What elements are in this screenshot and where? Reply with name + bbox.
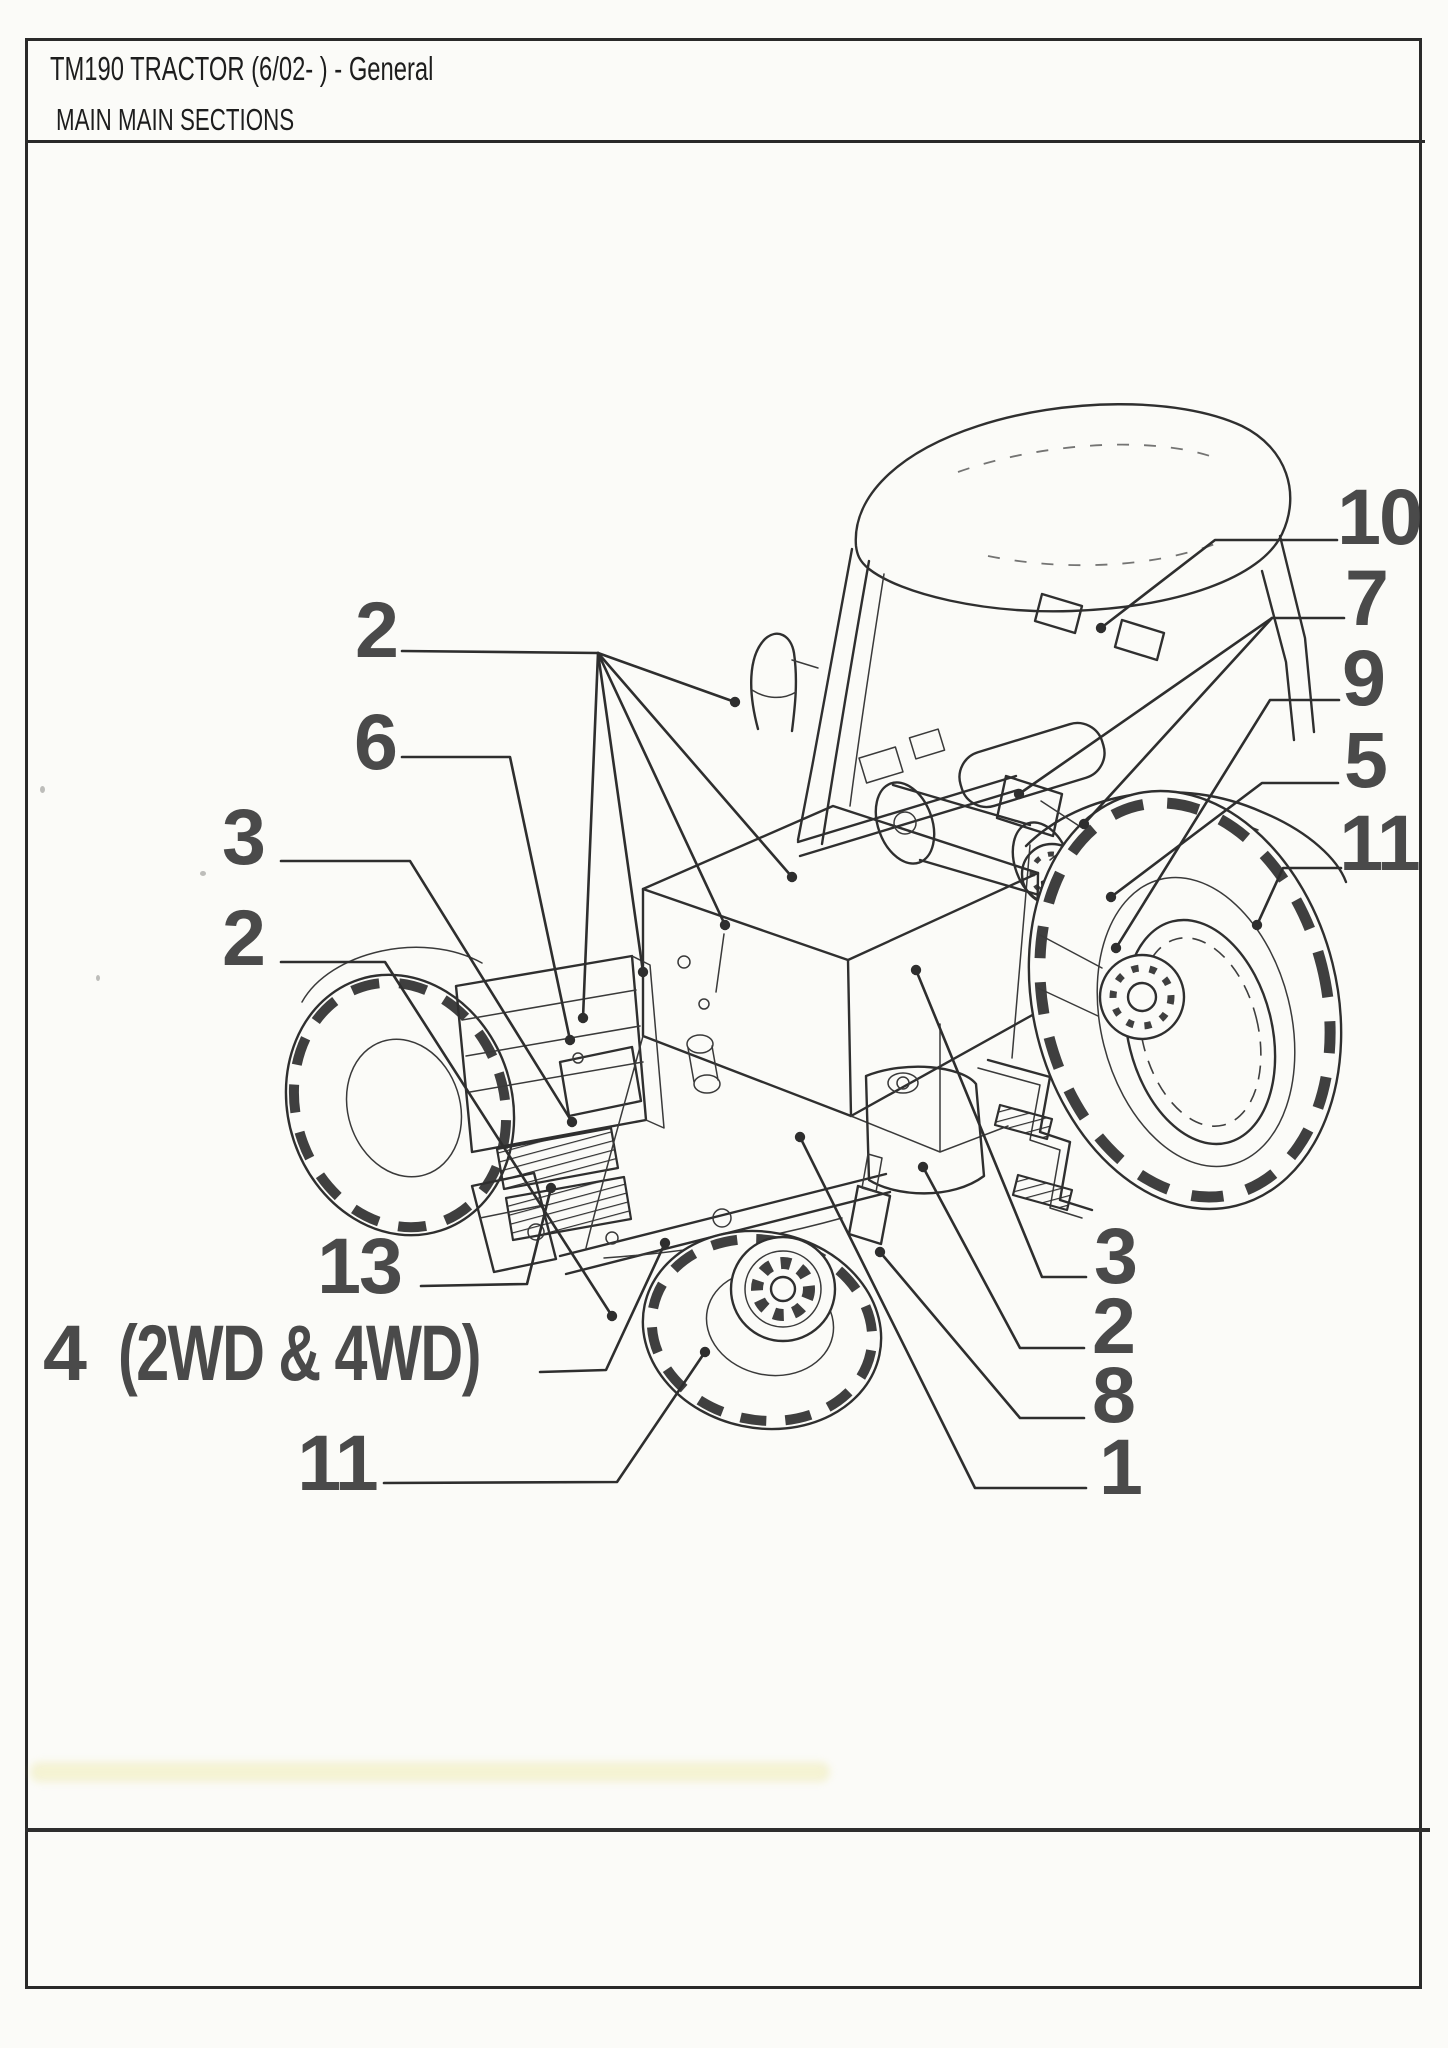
callout-number: 13 xyxy=(317,1221,401,1310)
callout-4-10: 4 (2WD & 4WD) xyxy=(43,1237,671,1397)
left-rear-wheel xyxy=(284,946,516,1237)
leader-endpoint-dot xyxy=(794,1131,806,1143)
callout-2-13: 2 xyxy=(917,1161,1136,1370)
leader-line xyxy=(279,859,574,1124)
leader-endpoint-dot xyxy=(1110,942,1122,954)
callout-2-0: 2 xyxy=(355,585,798,1024)
leader-line xyxy=(596,651,645,974)
leader-endpoint-dot xyxy=(874,1246,886,1258)
leader-line xyxy=(538,1241,667,1374)
leader-endpoint-dot xyxy=(545,1182,557,1194)
callout-number: 5 xyxy=(1344,715,1386,804)
callout-11-8: 11 xyxy=(1251,798,1421,931)
callout-number: 7 xyxy=(1345,553,1387,642)
footer-divider xyxy=(25,1828,1430,1832)
scan-artifact-streak xyxy=(30,1762,830,1782)
callout-number: 2 xyxy=(355,585,397,674)
doc-title: TM190 TRACTOR (6/02- ) - General xyxy=(50,50,434,87)
scan-speck xyxy=(200,871,206,876)
engine-block xyxy=(641,804,1040,1118)
callout-5-7: 5 xyxy=(1105,715,1388,903)
callout-number: 10 xyxy=(1337,472,1421,561)
leader-endpoint-dot xyxy=(1095,622,1107,634)
leader-line xyxy=(400,649,737,704)
leader-line xyxy=(878,1250,1086,1420)
leader-endpoint-dot xyxy=(637,966,649,978)
callout-number: 8 xyxy=(1092,1350,1134,1439)
leader-endpoint-dot xyxy=(1078,818,1090,830)
callout-number: 3 xyxy=(1094,1211,1136,1300)
leader-line xyxy=(1099,538,1339,630)
leader-line xyxy=(279,960,614,1318)
header-divider xyxy=(25,140,1425,143)
callout-9-6: 9 xyxy=(1110,633,1386,954)
leader-endpoint-dot xyxy=(910,964,922,976)
leader-endpoint-dot xyxy=(699,1346,711,1358)
leader-endpoint-dot xyxy=(1251,919,1263,931)
callout-number: 2 xyxy=(222,893,264,982)
leader-line xyxy=(1114,698,1341,950)
callout-1-15: 1 xyxy=(794,1131,1143,1511)
callout-10-4: 10 xyxy=(1095,472,1423,634)
callout-number: 9 xyxy=(1342,633,1384,722)
leader-endpoint-dot xyxy=(606,1310,618,1322)
callout-8-14: 8 xyxy=(874,1246,1136,1439)
leader-endpoint-dot xyxy=(566,1116,578,1128)
cab-steps xyxy=(977,1058,1094,1219)
callout-7-5: 7 xyxy=(1013,553,1389,830)
leader-line xyxy=(400,755,572,1042)
leader-line xyxy=(914,968,1088,1279)
leader-line xyxy=(798,1135,1088,1490)
exhaust-stack xyxy=(750,632,819,733)
leader-endpoint-dot xyxy=(729,696,741,708)
cab-roof xyxy=(854,403,1292,613)
callout-2-3: 2 xyxy=(222,893,618,1322)
callout-number-suffix: (2WD & 4WD) xyxy=(118,1309,480,1397)
callout-6-1: 6 xyxy=(354,697,576,1046)
callout-number: 4 xyxy=(43,1308,87,1397)
fuel-tank xyxy=(864,1065,986,1195)
leader-line xyxy=(1255,866,1343,927)
muffler xyxy=(858,721,1106,809)
battery-box xyxy=(558,1045,643,1118)
leader-endpoint-dot xyxy=(659,1237,671,1249)
front-right-wheel xyxy=(641,1229,883,1431)
leader-line xyxy=(596,651,727,927)
leader-line xyxy=(1017,616,1274,796)
leader-endpoint-dot xyxy=(719,919,731,931)
front-support xyxy=(470,1171,619,1274)
leader-endpoint-dot xyxy=(1105,891,1117,903)
callout-3-12: 3 xyxy=(910,964,1138,1300)
leader-endpoint-dot xyxy=(577,1012,589,1024)
callout-number: 2 xyxy=(1092,1281,1134,1370)
leader-line xyxy=(921,1165,1086,1350)
callout-number: 11 xyxy=(1339,798,1419,887)
leader-line xyxy=(596,651,794,879)
callout-number: 3 xyxy=(222,792,264,881)
leader-endpoint-dot xyxy=(786,871,798,883)
doc-subtitle: MAIN MAIN SECTIONS xyxy=(56,102,295,137)
leader-line xyxy=(1109,781,1340,899)
scan-speck xyxy=(40,786,45,793)
callout-13-9: 13 xyxy=(317,1182,557,1310)
leader-line xyxy=(581,651,600,1020)
leader-endpoint-dot xyxy=(564,1034,576,1046)
front-weights-stack xyxy=(495,1126,633,1242)
scan-speck xyxy=(96,975,100,981)
callout-number: 1 xyxy=(1099,1422,1141,1511)
callout-number: 11 xyxy=(297,1418,377,1507)
leader-endpoint-dot xyxy=(917,1161,929,1173)
callout-11-11: 11 xyxy=(297,1346,711,1507)
callout-3-2: 3 xyxy=(222,792,578,1128)
leader-line xyxy=(382,1350,707,1485)
leader-endpoint-dot xyxy=(1013,788,1025,800)
page-border xyxy=(25,38,1422,1989)
leader-line xyxy=(419,1186,553,1288)
callout-number: 6 xyxy=(354,697,396,786)
